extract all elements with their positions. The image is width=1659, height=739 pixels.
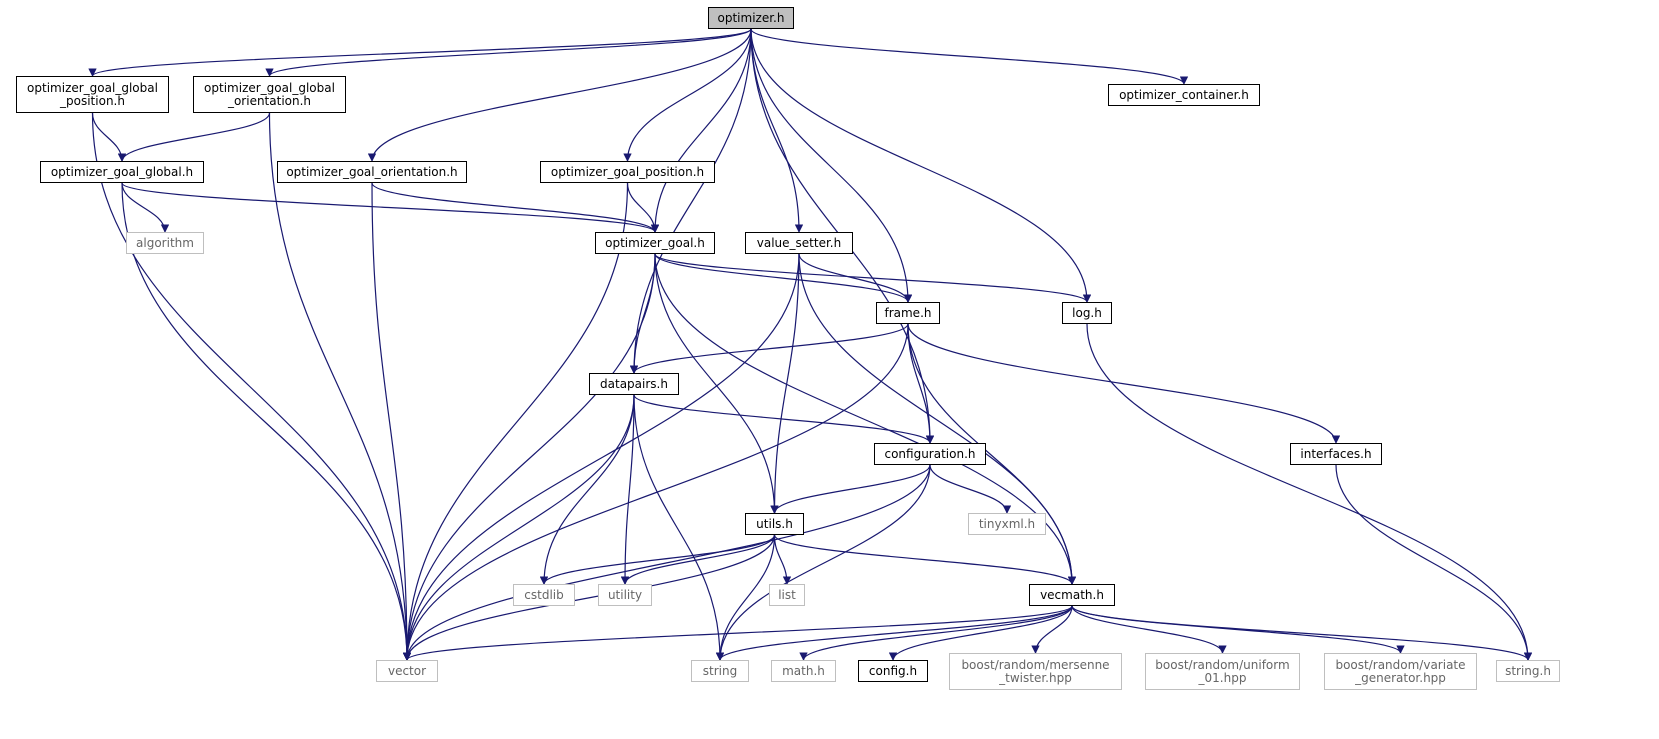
- edge-optimizer-h-to-log-h: [750, 28, 1092, 303]
- node-math-h: math.h: [771, 660, 836, 682]
- edge-goal-position-h-to-vector: [402, 182, 629, 661]
- node-goal-position-h[interactable]: optimizer_goal_position.h: [540, 161, 715, 183]
- node-cstdlib: cstdlib: [513, 584, 575, 606]
- edge-frame-h-to-datapairs-h: [629, 323, 909, 374]
- node-tinyxml-h: tinyxml.h: [968, 513, 1046, 535]
- node-vecmath-h[interactable]: vecmath.h: [1029, 584, 1115, 606]
- edge-interfaces-h-to-string-h: [1335, 464, 1533, 661]
- edge-goal-orientation-h-to-vector: [371, 182, 412, 661]
- edge-goal-global-orientation-h-to-vector: [268, 112, 412, 661]
- edge-optimizer-goal-h-to-utils-h: [654, 253, 779, 514]
- edge-vecmath-h-to-vector: [403, 605, 1073, 661]
- edge-frame-h-to-interfaces-h: [907, 323, 1341, 444]
- edge-optimizer-h-to-frame-h: [750, 28, 913, 303]
- node-goal-orientation-h[interactable]: optimizer_goal_orientation.h: [277, 161, 467, 183]
- edge-optimizer-h-to-goal-position-h: [623, 28, 752, 162]
- edge-vecmath-h-to-mersenne-twister-hpp: [1031, 605, 1073, 654]
- edge-optimizer-goal-h-to-vector: [402, 253, 656, 661]
- edge-configuration-h-to-tinyxml-h: [929, 464, 1012, 514]
- edge-utils-h-to-string: [715, 534, 776, 661]
- edge-vecmath-h-to-string: [715, 605, 1073, 661]
- edge-vecmath-h-to-math-h: [799, 605, 1073, 661]
- node-goal-global-orientation-h[interactable]: optimizer_goal_global _orientation.h: [193, 76, 346, 113]
- edge-value-setter-h-to-utils-h: [770, 253, 800, 514]
- edge-optimizer-goal-h-to-vecmath-h: [654, 253, 1077, 585]
- node-datapairs-h[interactable]: datapairs.h: [589, 373, 679, 395]
- node-config-h[interactable]: config.h: [858, 660, 928, 682]
- node-utility: utility: [598, 584, 652, 606]
- node-list: list: [769, 584, 805, 606]
- edge-configuration-h-to-utils-h: [770, 464, 931, 514]
- node-frame-h[interactable]: frame.h: [876, 302, 940, 324]
- node-uniform-01-hpp: boost/random/uniform _01.hpp: [1145, 653, 1300, 690]
- edge-optimizer-h-to-datapairs-h: [629, 28, 752, 374]
- edge-optimizer-goal-h-to-frame-h: [654, 253, 913, 303]
- edge-vecmath-h-to-string-h: [1071, 605, 1533, 661]
- node-log-h[interactable]: log.h: [1062, 302, 1112, 324]
- node-mersenne-twister-hpp: boost/random/mersenne _twister.hpp: [949, 653, 1122, 690]
- node-value-setter-h[interactable]: value_setter.h: [745, 232, 853, 254]
- node-optimizer-h[interactable]: optimizer.h: [708, 7, 794, 29]
- edge-optimizer-h-to-optimizer-container-h: [750, 28, 1189, 85]
- node-vector: vector: [376, 660, 438, 682]
- edge-value-setter-h-to-frame-h: [798, 253, 913, 303]
- edge-configuration-h-to-string: [715, 464, 931, 661]
- node-string: string: [691, 660, 749, 682]
- edge-configuration-h-to-vector: [402, 464, 931, 661]
- node-algorithm: algorithm: [126, 232, 204, 254]
- node-optimizer-goal-h[interactable]: optimizer_goal.h: [595, 232, 715, 254]
- edge-optimizer-h-to-goal-global-orientation-h: [265, 28, 752, 77]
- edge-datapairs-h-to-vector: [402, 394, 635, 661]
- edge-optimizer-h-to-goal-global-position-h: [88, 28, 752, 77]
- node-utils-h[interactable]: utils.h: [745, 513, 804, 535]
- edge-utils-h-to-vecmath-h: [773, 534, 1077, 585]
- edge-goal-position-h-to-optimizer-goal-h: [626, 182, 660, 233]
- edge-goal-global-position-h-to-goal-global-h: [91, 112, 127, 162]
- node-configuration-h[interactable]: configuration.h: [874, 443, 986, 465]
- edge-datapairs-h-to-configuration-h: [633, 394, 935, 444]
- edge-vecmath-h-to-uniform-01-hpp: [1071, 605, 1227, 654]
- edge-goal-global-h-to-vector: [121, 182, 412, 661]
- node-variate-generator-hpp: boost/random/variate _generator.hpp: [1324, 653, 1477, 690]
- edge-value-setter-h-to-vector: [402, 253, 800, 661]
- node-interfaces-h[interactable]: interfaces.h: [1290, 443, 1382, 465]
- node-goal-global-position-h[interactable]: optimizer_goal_global _position.h: [16, 76, 169, 113]
- edge-goal-orientation-h-to-optimizer-goal-h: [371, 182, 660, 233]
- edge-frame-h-to-vecmath-h: [907, 323, 1077, 585]
- edge-vecmath-h-to-config-h: [888, 605, 1073, 661]
- edge-datapairs-h-to-cstdlib: [539, 394, 635, 585]
- edge-optimizer-goal-h-to-datapairs-h: [629, 253, 656, 374]
- edge-optimizer-h-to-goal-orientation-h: [367, 28, 752, 162]
- edge-log-h-to-string-h: [1086, 323, 1533, 661]
- edge-goal-global-orientation-h-to-goal-global-h: [117, 112, 271, 162]
- edge-goal-global-position-h-to-vector: [91, 112, 412, 661]
- edge-datapairs-h-to-string: [633, 394, 725, 661]
- edge-utils-h-to-utility: [620, 534, 776, 585]
- node-goal-global-h[interactable]: optimizer_goal_global.h: [40, 161, 204, 183]
- node-string-h: string.h: [1496, 660, 1560, 682]
- edge-utils-h-to-vector: [402, 534, 776, 661]
- edge-optimizer-goal-h-to-log-h: [654, 253, 1092, 303]
- edge-datapairs-h-to-utility: [620, 394, 635, 585]
- node-optimizer-container-h[interactable]: optimizer_container.h: [1108, 84, 1260, 106]
- edge-goal-global-h-to-optimizer-goal-h: [121, 182, 660, 233]
- edge-vecmath-h-to-variate-generator-hpp: [1071, 605, 1405, 654]
- edge-goal-global-h-to-algorithm: [121, 182, 170, 233]
- edge-optimizer-h-to-optimizer-goal-h: [650, 28, 752, 233]
- edge-utils-h-to-cstdlib: [539, 534, 776, 585]
